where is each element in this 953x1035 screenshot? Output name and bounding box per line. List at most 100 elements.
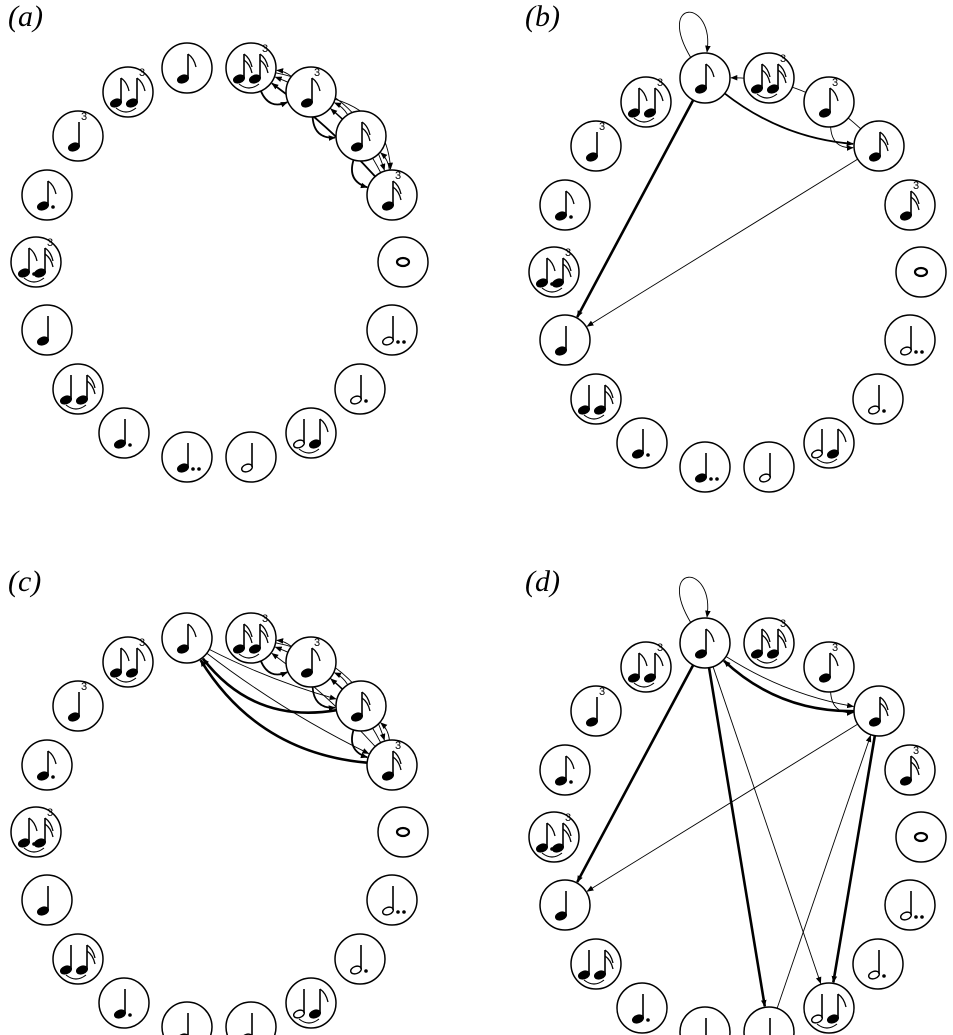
triplet-label: 3 [599, 686, 605, 698]
triplet-label: 3 [832, 77, 838, 89]
note-flag [604, 384, 614, 399]
note-flag [654, 87, 664, 102]
note-flag [28, 817, 38, 832]
node-double-dotted-quarter [161, 1001, 213, 1035]
node-quarter-triplet: 3 [570, 685, 622, 737]
node-eighth [679, 617, 731, 669]
note-flag [187, 53, 197, 68]
note-flag [392, 186, 402, 201]
node-quarter [21, 874, 73, 926]
node-circle [377, 806, 429, 858]
tie-arc [23, 847, 45, 853]
node-circle [620, 76, 672, 128]
note-flag [259, 623, 269, 638]
note-flag [910, 190, 920, 205]
node-double-dotted-half [884, 879, 936, 931]
node-double-dotted-half [366, 874, 418, 926]
transition-edge [576, 99, 695, 318]
node-circle [21, 169, 73, 221]
node-circle [21, 874, 73, 926]
tie-arc [298, 448, 320, 454]
triplet-label: 3 [565, 812, 571, 824]
node-half [225, 1001, 277, 1035]
transition-edge [586, 723, 858, 892]
note-flag [654, 652, 664, 667]
note-head [913, 266, 929, 278]
tie-arc [541, 852, 563, 858]
note-flag [777, 634, 787, 649]
note-flag [44, 247, 54, 262]
note-flag [562, 828, 572, 843]
node-circle [743, 441, 795, 493]
note-head [395, 826, 411, 838]
node-eighth-pair-triplet: 3 [102, 636, 154, 688]
note-dot [364, 399, 368, 403]
transition-edge [333, 672, 349, 686]
node-circle [528, 246, 580, 298]
node-circle [98, 977, 150, 1029]
node-circle [377, 236, 429, 288]
note-flag [879, 137, 889, 152]
triplet-label: 3 [47, 237, 53, 249]
node-circle [285, 407, 337, 459]
node-circle [884, 879, 936, 931]
node-circle [853, 120, 905, 172]
panel-label-c: (c) [8, 565, 42, 598]
node-dotted-eighth-tied-sixteenth-triplet: 3 [528, 811, 580, 863]
triplet-label: 3 [657, 77, 663, 89]
note-flag [187, 623, 197, 638]
node-double-dotted-quarter [161, 431, 213, 483]
note-flag [86, 380, 96, 395]
transition-edge [276, 638, 292, 647]
note-flag [604, 949, 614, 964]
node-circle [21, 304, 73, 356]
note-flag [311, 77, 321, 92]
node-circle [10, 236, 62, 288]
node-dotted-quarter [98, 977, 150, 1029]
note-flag [44, 823, 54, 838]
note-dot [882, 409, 886, 413]
node-circle [334, 933, 386, 985]
node-circle [679, 617, 731, 669]
transition-edge [199, 659, 368, 765]
note-flag [243, 53, 253, 68]
node-circle [884, 179, 936, 231]
node-whole [377, 806, 429, 858]
node-sixteenth [335, 110, 387, 162]
node-circle [52, 363, 104, 415]
node-eighth-pair-triplet: 3 [102, 66, 154, 118]
node-sixteenth-triplet: 3 [366, 169, 418, 221]
triplet-label: 3 [780, 618, 786, 630]
tie-arc [633, 682, 655, 688]
note-flag [361, 691, 371, 706]
node-double-dotted-half [366, 304, 418, 356]
node-circle [334, 363, 386, 415]
node-eighth-pair-triplet: 3 [620, 76, 672, 128]
note-flag [392, 750, 402, 765]
note-flag [829, 87, 839, 102]
transition-edge [311, 686, 336, 711]
note-flag [565, 755, 575, 770]
note-flag [638, 87, 648, 102]
note-flag [837, 993, 847, 1008]
node-circle [161, 612, 213, 664]
node-dotted-eighth-tied-sixteenth-triplet: 3 [10, 236, 62, 288]
note-flag [761, 63, 771, 78]
node-eighth [679, 52, 731, 104]
node-dotted-quarter [616, 982, 668, 1034]
node-dotted-half [334, 363, 386, 415]
node-sixteenth [335, 680, 387, 732]
node-circle [570, 373, 622, 425]
triplet-label: 3 [599, 121, 605, 133]
node-circle [285, 977, 337, 1029]
note-flag [259, 629, 269, 644]
note-flag [392, 756, 402, 771]
transition-edge [271, 82, 376, 178]
node-circle [616, 417, 668, 469]
transition-edge [380, 722, 390, 741]
note-flag [562, 257, 572, 272]
tie-arc [298, 1018, 320, 1024]
tie-arc [816, 1023, 838, 1029]
note-dot [197, 467, 201, 471]
triplet-label: 3 [81, 681, 87, 693]
